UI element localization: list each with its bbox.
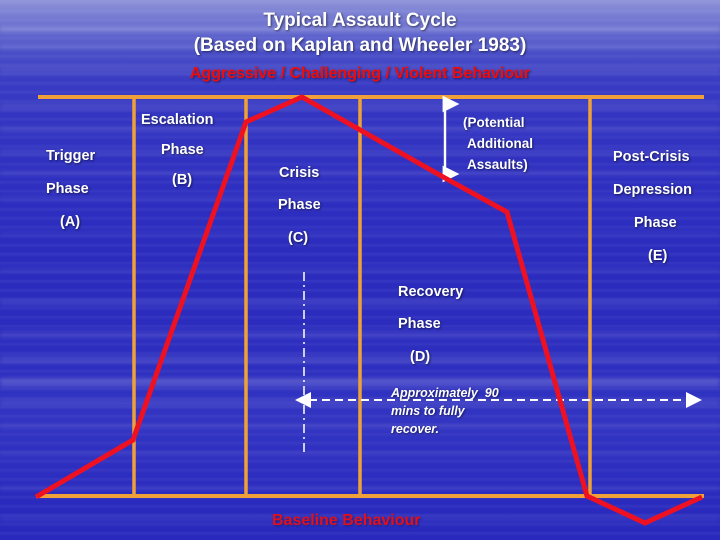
- phase-a-label-line1: Trigger: [46, 148, 96, 164]
- phase-e-label-line4: (E): [648, 248, 668, 264]
- phase-a-label-line2: Phase: [46, 181, 89, 197]
- phase-b-label-line2: Phase: [161, 142, 204, 158]
- assault-cycle-curve: [34, 94, 704, 526]
- phase-e-label-line2: Depression: [613, 182, 692, 198]
- phase-d-label-line1: Recovery: [398, 284, 464, 300]
- potential-assaults-note-line1: (Potential: [463, 115, 525, 130]
- phase-c-label-line2: Phase: [278, 197, 321, 213]
- page-title-line1: Typical Assault Cycle: [263, 10, 457, 31]
- baseline-behaviour-label: Baseline Behaviour: [272, 512, 421, 529]
- phase-d-label-line3: (D): [410, 349, 431, 365]
- background-band: [0, 44, 720, 49]
- phase-e-label-line1: Post-Crisis: [613, 149, 690, 165]
- phase-c-label-line1: Crisis: [279, 165, 320, 181]
- recovery-time-note-line1: Approximately 90: [391, 386, 499, 400]
- background-band: [0, 516, 720, 521]
- background-band: [0, 66, 720, 74]
- phase-e-label-line3: Phase: [634, 215, 677, 231]
- phase-c-label-line3: (C): [288, 230, 309, 246]
- potential-assaults-note-line3: Assaults): [467, 157, 528, 172]
- recovery-time-note-line3: recover.: [391, 422, 439, 436]
- background-band: [0, 26, 720, 32]
- phase-d-label-line2: Phase: [398, 316, 441, 332]
- page-title-line2: (Based on Kaplan and Wheeler 1983): [193, 35, 527, 56]
- phase-a-label-line3: (A): [60, 214, 81, 230]
- phase-b-label-line1: Escalation: [141, 112, 214, 128]
- phase-b-label-line3: (B): [172, 172, 193, 188]
- subtitle-aggressive-behaviour: Aggressive / Challenging / Violent Behav…: [189, 65, 531, 82]
- potential-assaults-note-line2: Additional: [467, 136, 533, 151]
- recovery-time-note-line2: mins to fully: [391, 404, 465, 418]
